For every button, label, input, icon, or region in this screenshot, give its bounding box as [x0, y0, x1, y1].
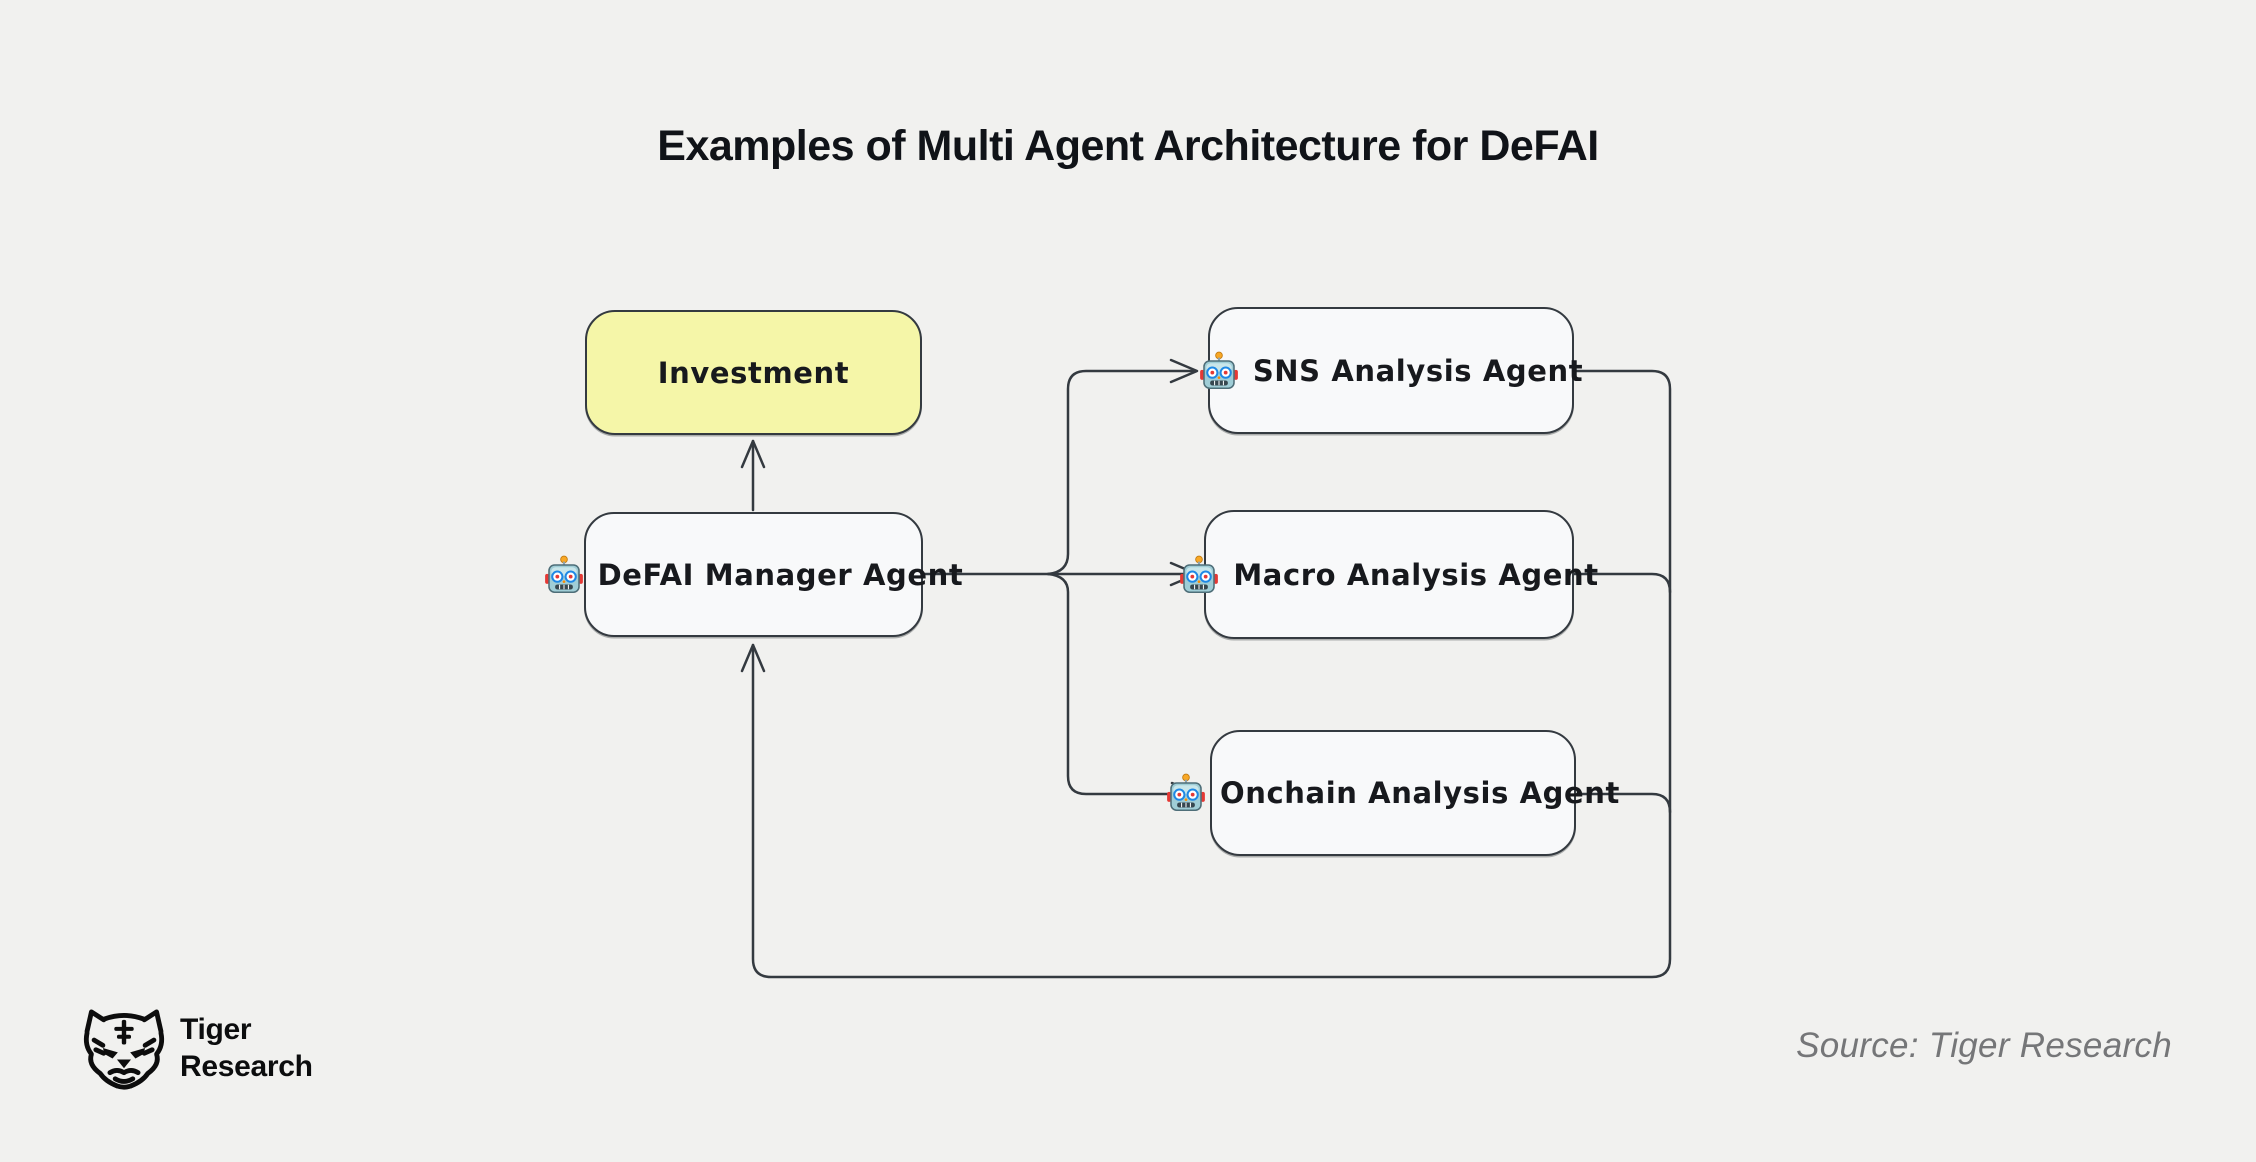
node-investment: Investment: [585, 310, 922, 435]
logo-line-1: Tiger: [180, 1013, 252, 1046]
node-onchain-analysis-agent-label: Onchain Analysis Agent: [1219, 776, 1621, 810]
robot-icon: [1180, 555, 1219, 593]
node-macro-analysis-agent: Macro Analysis Agent: [1180, 510, 1598, 639]
node-defai-manager-agent: DeFAI Manager Agent: [544, 512, 963, 637]
robot-icon: [544, 555, 583, 593]
edge-manager-to-sns: [1046, 369, 1198, 576]
node-sns-analysis-agent: SNS Analysis Agent: [1199, 307, 1583, 434]
source-caption: Source: Tiger Research: [1796, 1026, 2172, 1065]
edge-return-loop: [751, 369, 1672, 979]
node-onchain-analysis-agent: Onchain Analysis Agent: [1167, 730, 1619, 856]
page-title: Examples of Multi Agent Architecture for…: [657, 122, 1599, 170]
arrowhead-up-manager: [740, 643, 766, 673]
robot-icon: [1167, 773, 1205, 811]
node-macro-analysis-agent-label: Macro Analysis Agent: [1233, 557, 1599, 592]
node-sns-analysis-agent-label: SNS Analysis Agent: [1252, 353, 1584, 388]
robot-icon: [1199, 351, 1238, 389]
logo-line-2: Research: [180, 1050, 313, 1083]
node-investment-label: Investment: [657, 355, 850, 390]
edge-onchain-to-loop: [1574, 792, 1672, 814]
tiger-research-wordmark: Tiger Research: [180, 1011, 313, 1085]
edge-macro-to-loop: [1572, 572, 1672, 594]
arrowhead-up-investment: [740, 439, 766, 469]
edge-manager-to-onchain: [1046, 572, 1199, 796]
node-defai-manager-agent-label: DeFAI Manager Agent: [597, 557, 964, 592]
tiger-logo-icon: [83, 1009, 165, 1090]
arrowhead-right-sns: [1169, 358, 1199, 384]
tiger-research-logo: Tiger Research: [80, 1003, 313, 1093]
